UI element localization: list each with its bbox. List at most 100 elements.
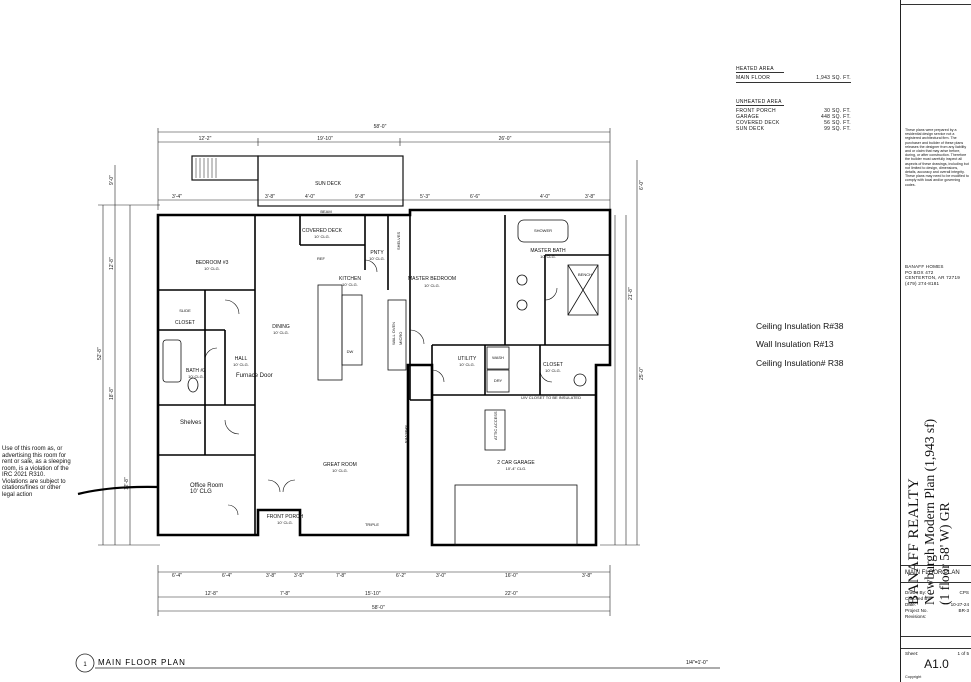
dim-bot1: 6'-4": [222, 573, 232, 579]
dim-top2: 4'-0": [305, 194, 315, 200]
label-wash: WASH: [492, 355, 504, 360]
dim-bot1: 6'-2": [396, 573, 406, 579]
room-front-porch-clg: 10' CLG.: [277, 520, 293, 525]
area-label: FRONT PORCH: [736, 108, 776, 114]
dim-top-a: 12'-2": [199, 136, 212, 142]
company-info: BANAFF HOMES PO BOX 472 CENTERTON, AR 72…: [905, 264, 971, 286]
checked-by-label: Checked By:: [905, 596, 932, 601]
dim-left: 12'-8": [124, 477, 130, 490]
dim-bot1: 3'-8": [266, 573, 276, 579]
company-phone: (479) 274-8181: [905, 280, 940, 286]
sheet-title: MAIN FLOOR PLAN: [905, 570, 960, 576]
label-dw: DW: [347, 349, 354, 354]
label-shower: SHOWER: [534, 228, 552, 233]
room-office: Office Room: [190, 483, 223, 489]
dim-bot1: 3'-8": [582, 573, 592, 579]
ceiling-insulation-note: Ceiling Insulation R#38: [756, 321, 844, 331]
room-closet: CLOSET: [175, 320, 195, 326]
room-covered-deck: COVERED DECK: [302, 228, 343, 234]
floor-plan: 58'-0" 12'-2" 19'-10" 26'-0" 3'-4" 3'-8"…: [75, 124, 720, 673]
label-triple: TRIPLE: [365, 522, 379, 527]
dim-bot2: 22'-0": [505, 591, 518, 597]
dim-top2: 9'-8": [355, 194, 365, 200]
egress-pointer: [77, 485, 159, 496]
room-bedroom3: BEDROOM #3: [196, 260, 229, 266]
room-sun-deck: SUN DECK: [315, 181, 342, 187]
room-garage-clg: 10'-4" CLG.: [506, 466, 527, 471]
dim-bot1: 6'-4": [172, 573, 182, 579]
project-number: BR-3: [958, 608, 969, 613]
dim-left: 18'-8": [109, 387, 115, 400]
room-master-bath-clg: 10' CLG.: [540, 254, 556, 259]
dim-bot1: 7'-8": [336, 573, 346, 579]
room-closet2: CLOSET: [543, 362, 563, 368]
room-kitchen: KITCHEN: [339, 276, 361, 282]
dim-left: 9'-0": [109, 175, 115, 185]
dim-top2: 4'-0": [540, 194, 550, 200]
area-label: GARAGE: [736, 114, 760, 120]
room-great-room-clg: 10' CLG.: [332, 468, 348, 473]
plan-footer-title: MAIN FLOOR PLAN: [98, 658, 186, 667]
room-great-room: GREAT ROOM: [323, 462, 357, 468]
area-value: 1,943 SQ. FT.: [816, 75, 851, 81]
disclaimer: These plans were prepared by a residenti…: [905, 128, 969, 187]
dim-top2: 3'-8": [265, 194, 275, 200]
dim-top2: 3'-4": [172, 194, 182, 200]
label-shelves: SHELVES: [396, 232, 401, 250]
plan-number: 1: [83, 662, 87, 668]
dim-overall-top: 58'-0": [374, 124, 387, 130]
room-kitchen-clg: 10' CLG.: [342, 282, 358, 287]
dim-top2: 5'-3": [420, 194, 430, 200]
revisions-label: Revisions:: [905, 614, 927, 619]
room-pantry-clg: 10' CLG.: [369, 256, 385, 261]
label-shelves-2: SHELVES: [404, 425, 409, 443]
room-bath2: BATH #2: [186, 368, 206, 374]
area-value: 30 SQ. FT.: [824, 108, 851, 114]
room-covered-deck-clg: 10' CLG.: [314, 234, 330, 239]
room-front-porch: FRONT PORCH: [267, 514, 304, 520]
sheet-number: A1.0: [924, 657, 949, 671]
dim-overall-bottom: 58'-0": [372, 605, 385, 611]
company-box: PO BOX 472: [905, 269, 934, 275]
area-table: HEATED AREA MAIN FLOOR 1,943 SQ. FT. UNH…: [736, 66, 851, 132]
area-value: 56 SQ. FT.: [824, 120, 851, 126]
dim-bot2: 12'-8": [205, 591, 218, 597]
room-hall-clg: 10' CLG.: [233, 362, 249, 367]
date: 10-27-24: [950, 602, 969, 607]
label-furnace-door: Furnace Door: [236, 373, 273, 379]
room-dining: DINING: [272, 324, 290, 330]
date-label: Date:: [905, 602, 916, 607]
room-bedroom3-clg: 10' CLG.: [204, 266, 220, 271]
sheet-of: 1 of 5: [957, 651, 970, 656]
room-hall: HALL: [235, 356, 248, 362]
title-block: These plans were prepared by a residenti…: [900, 0, 971, 682]
dim-top-b: 19'-10": [317, 136, 333, 142]
room-utility: UTILITY: [458, 356, 477, 362]
room-master-bath: MASTER BATH: [530, 248, 566, 254]
room-master-bedroom: MASTER BEDROOM: [408, 276, 456, 282]
dim-bot1: 3'-0": [436, 573, 446, 579]
room-garage: 2 CAR GARAGE: [497, 460, 535, 466]
area-label: COVERED DECK: [736, 120, 780, 126]
dim-top2: 6'-6": [470, 194, 480, 200]
sheet-label: Sheet:: [905, 651, 919, 656]
drawing-info: Drawn By:CPS Checked By: Date:10-27-24 P…: [905, 590, 969, 620]
label-wall-oven: WALL OVEN: [391, 322, 396, 345]
dim-right: 25'-0": [639, 367, 645, 380]
room-dining-clg: 10' CLG.: [273, 330, 289, 335]
room-master-bedroom-clg: 10' CLG.: [424, 283, 440, 288]
room-office-clg: 10' CLG: [190, 489, 212, 495]
dim-top-c: 26'-0": [499, 136, 512, 142]
dim-bot1: 16'-0": [505, 573, 518, 579]
room-pantry: PNTY: [370, 250, 384, 256]
unheated-area-header: UNHEATED AREA: [736, 99, 784, 106]
label-ref: REF: [317, 256, 326, 261]
egress-note: Use of this room as, or advertising this…: [2, 446, 71, 498]
company-name: BANAFF HOMES: [905, 264, 944, 269]
room-slide: SLIDE: [179, 308, 191, 313]
dim-left: 12'-8": [109, 257, 115, 270]
label-attic: ATTIC ACCESS: [493, 411, 498, 440]
dim-top2: 3'-8": [585, 194, 595, 200]
label-bench: BENCH: [578, 272, 592, 277]
